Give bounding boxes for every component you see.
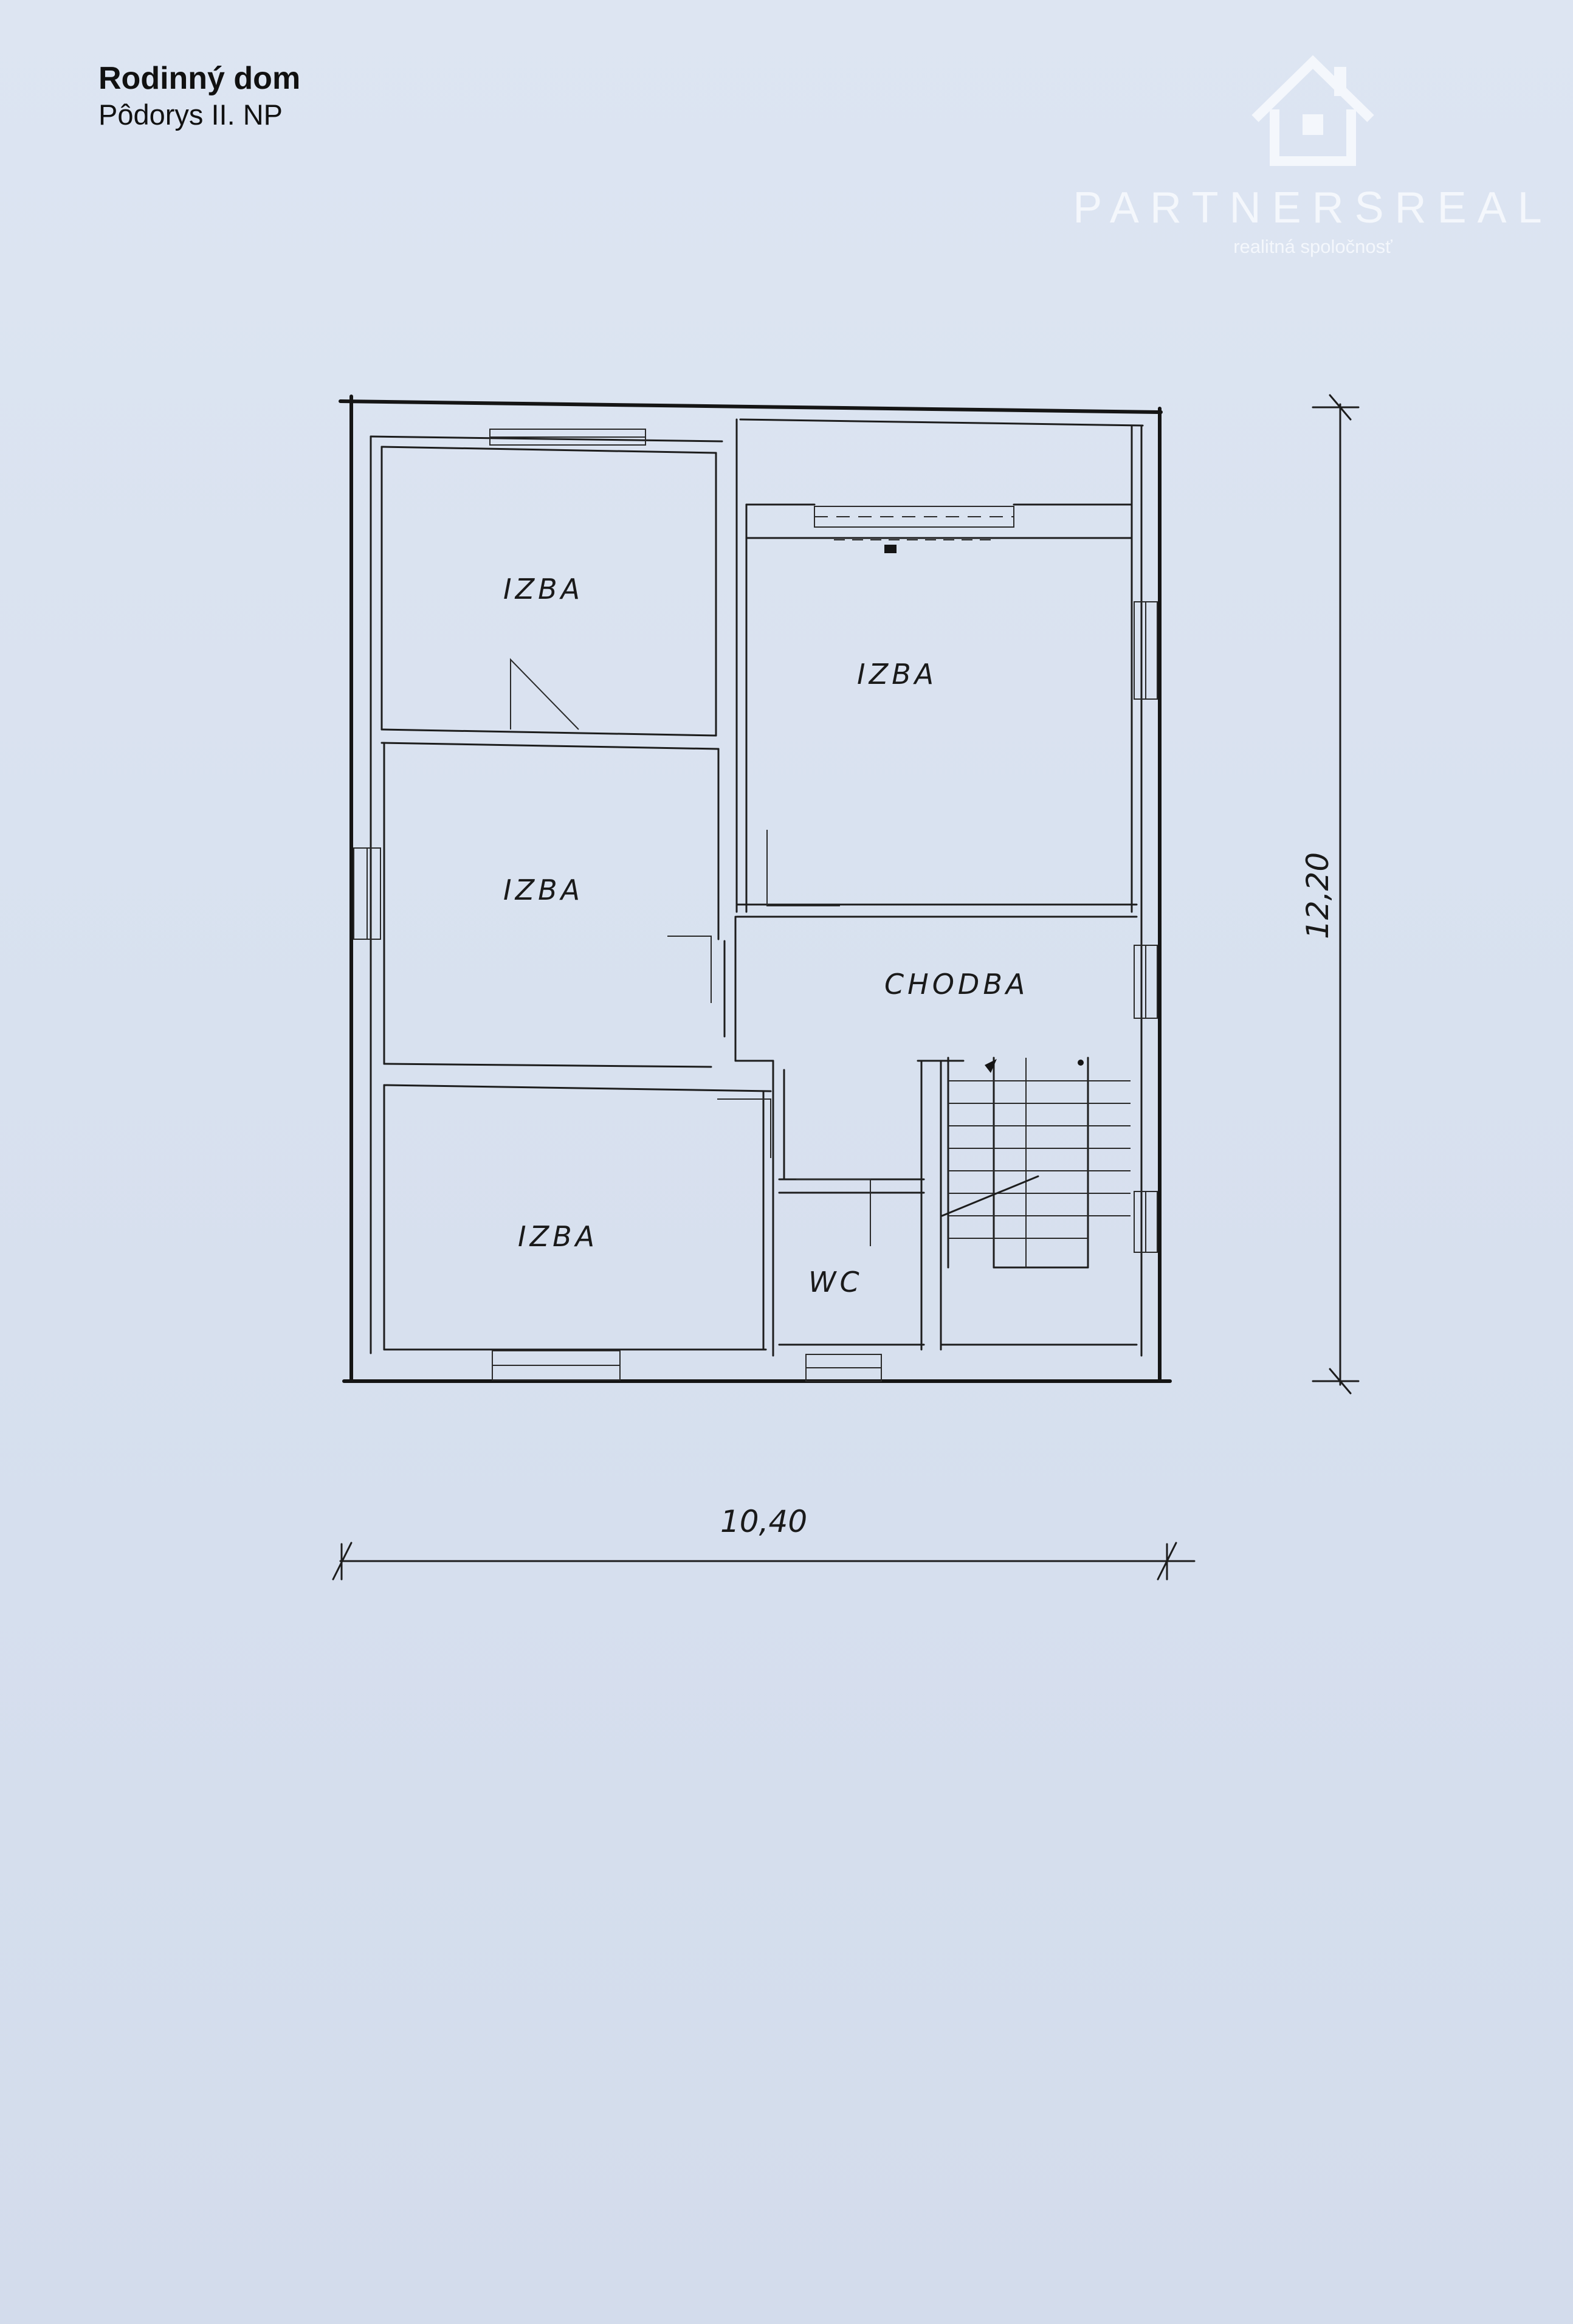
house-icon [1251,55,1374,166]
exterior-walls [339,395,1172,1383]
windows [353,429,1158,1382]
room-label: IZBA [503,573,583,605]
document-subtitle: Pôdorys II. NP [98,98,283,131]
interior-walls [380,418,1138,1357]
width-dimension-label: 10,40 [720,1504,807,1539]
room-label: CHODBA [884,968,1028,1001]
logo-tagline: realitná spoločnosť [1233,236,1392,257]
height-dimension-label: 12,20 [1300,852,1335,939]
logo-name: PARTNERSREAL [1073,184,1553,232]
room-label: IZBA [518,1220,598,1253]
dimension-lines [332,394,1360,1581]
room-label: IZBA [857,658,937,691]
room-label: WC [808,1266,863,1298]
room-label: IZBA [503,874,583,906]
door-swings [510,658,871,1246]
staircase [941,1057,1131,1269]
document-title: Rodinný dom [98,61,301,96]
title-block: Rodinný dom Pôdorys II. NP [98,60,300,133]
company-logo: PARTNERSREAL realitná spoločnosť [1070,49,1556,267]
